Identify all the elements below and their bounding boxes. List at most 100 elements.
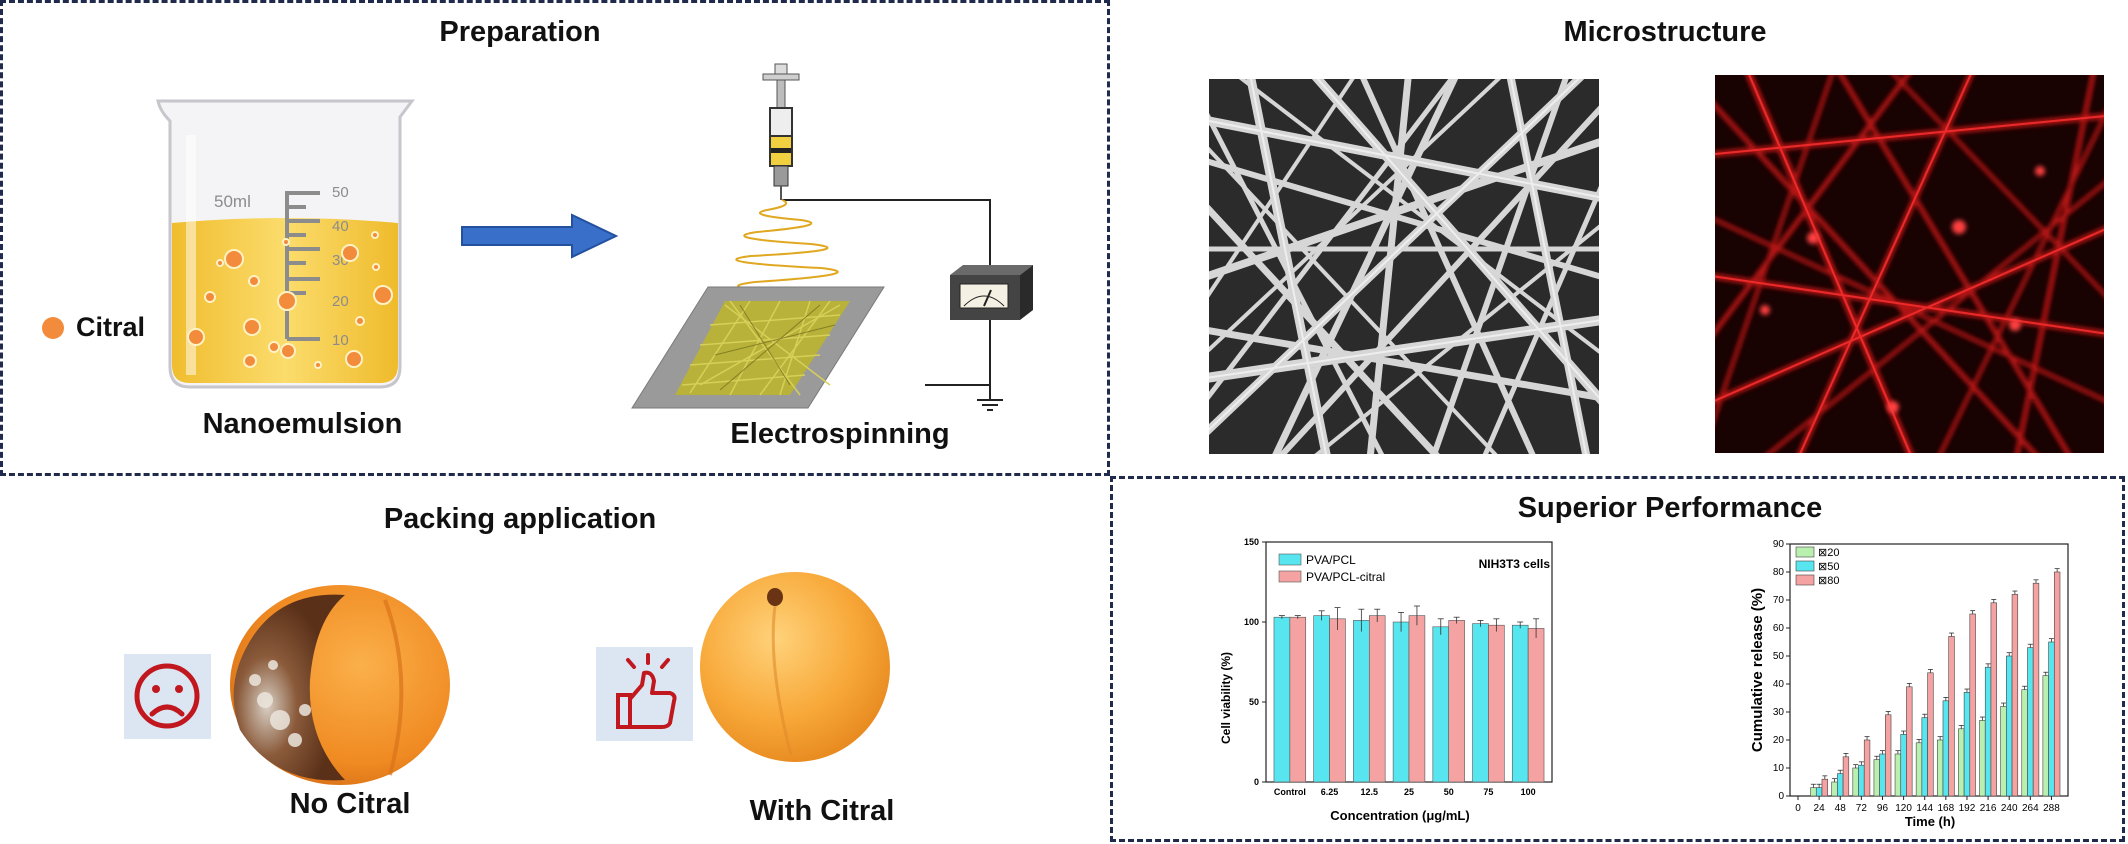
chart2-bar: [2027, 647, 2034, 797]
chart1-bar: [1527, 628, 1545, 783]
scale-mark-20: 20: [332, 293, 349, 310]
collector-with-fibers: [631, 286, 885, 409]
chart2-bar: [1821, 778, 1828, 797]
with-citral-label: With Citral: [749, 795, 895, 827]
chart2-bar: [1979, 720, 1986, 797]
chart1-bar: [1273, 616, 1291, 783]
chart1-bar: [1472, 623, 1489, 783]
chart2-ytick-label: 80: [1773, 567, 1785, 578]
chart2-bar: [1815, 787, 1823, 797]
chart2-bar: [1942, 700, 1949, 797]
chart2-ytick-label: 50: [1773, 651, 1785, 662]
citral-droplets: [187, 231, 393, 369]
chart2-bar: [1906, 686, 1913, 797]
chart1-xtick-label: 50: [1444, 787, 1454, 797]
chart1-ytick-label: 0: [1254, 777, 1259, 787]
chart2-ytick-label: 10: [1773, 763, 1785, 774]
chart2-bar: [1810, 787, 1817, 797]
chart2-bar: [2048, 641, 2055, 797]
chart2-xtick-label: 216: [1980, 803, 1997, 814]
electrospinning-apparatus: [735, 63, 1033, 411]
chart1-legend-label: PVA/PCL-citral: [1306, 570, 1385, 584]
chart2-bar: [2032, 582, 2040, 797]
chart2-ytick-label: 70: [1773, 595, 1785, 606]
chart2-bar: [1842, 756, 1850, 797]
beaker-scale: [285, 191, 320, 341]
chart1-xtick-label: 25: [1404, 787, 1414, 797]
chart1-xtick-label: 6.25: [1321, 787, 1339, 797]
chart1-annotation: NIH3T3 cells: [1479, 557, 1551, 571]
beaker-illustration: 50ml 50 40 30 20 10: [156, 99, 415, 389]
chart2-ylabel: Cumulative release (%): [1749, 588, 1766, 752]
spoiled-apricot: [230, 585, 450, 785]
chart2-legend-swatch: [1795, 574, 1815, 586]
chart2-xtick-label: 0: [1795, 803, 1801, 814]
chart2-xtick-label: 72: [1856, 803, 1868, 814]
chart2-bar: [1915, 742, 1923, 797]
sad-face-icon: [124, 654, 211, 739]
chart1-bar: [1313, 615, 1330, 783]
chart2-legend-label: ⊠80: [1818, 575, 1839, 587]
scale-mark-40: 40: [332, 218, 349, 235]
packing-title: Packing application: [383, 503, 657, 535]
chart2-bar: [1873, 759, 1880, 797]
performance-panel: [1110, 476, 2125, 842]
microstructure-title: Microstructure: [1563, 16, 1767, 48]
chart1-bar: [1329, 618, 1346, 783]
chart1-bar: [1289, 616, 1307, 783]
cumulative-release-chart: Cumulative release (%) Time (h) 01020304…: [1749, 539, 2069, 829]
chart1-bar: [1448, 620, 1465, 783]
chart2-legend-swatch: [1795, 560, 1815, 572]
chart2-xtick-label: 168: [1937, 803, 1954, 814]
chart2-bar: [2006, 655, 2013, 797]
chart1-ylabel: Cell viability (%): [1219, 652, 1233, 744]
chart2-xtick-label: 264: [2022, 803, 2039, 814]
chart2-xtick-label: 144: [1916, 803, 1933, 814]
chart2-bar: [1831, 781, 1838, 797]
chart2-ytick-label: 0: [1778, 791, 1784, 802]
process-arrow: [461, 213, 619, 259]
chart2-xtick-label: 240: [2001, 803, 2018, 814]
voltage-supply: [950, 265, 1033, 320]
chart2-bar: [2011, 594, 2019, 797]
chart1-legend-label: PVA/PCL: [1306, 553, 1356, 567]
preparation-title: Preparation: [439, 16, 601, 48]
chart1-xlabel: Concentration (μg/mL): [1330, 808, 1469, 823]
chart2-bar: [1852, 767, 1859, 797]
chart2-bar: [1885, 714, 1892, 797]
chart1-bar: [1511, 624, 1529, 783]
chart2-bar: [1879, 753, 1886, 797]
cell-viability-chart: Cell viability (%) Concentration (μg/mL)…: [1219, 537, 1553, 823]
sem-micrograph: [1209, 79, 1599, 454]
scale-mark-10: 10: [332, 332, 349, 349]
chart2-xtick-label: 192: [1959, 803, 1976, 814]
chart2-legend-swatch: [1795, 546, 1815, 558]
chart2-xlabel: Time (h): [1905, 814, 1955, 829]
chart2-bar: [1990, 602, 1997, 797]
chart2-bar: [1936, 739, 1944, 797]
chart1-bar: [1353, 620, 1370, 783]
chart2-bar: [1984, 666, 1992, 797]
chart2-ytick-label: 20: [1773, 735, 1785, 746]
chart1-bar: [1392, 621, 1410, 783]
chart2-bar: [1837, 773, 1844, 797]
chart1-xtick-label: Control: [1274, 787, 1306, 797]
syringe: [762, 63, 800, 200]
chart2-ytick-label: 90: [1773, 539, 1785, 550]
nanoemulsion-label: Nanoemulsion: [202, 408, 403, 440]
no-citral-label: No Citral: [289, 788, 411, 820]
chart2-ytick-label: 40: [1773, 679, 1785, 690]
chart1-ytick-label: 100: [1244, 617, 1259, 627]
chart1-bar: [1368, 615, 1386, 783]
chart1-legend-swatch: [1278, 553, 1302, 566]
chart2-bar: [1927, 672, 1934, 797]
chart2-bar: [1858, 764, 1865, 797]
chart2-legend-label: ⊠50: [1818, 561, 1839, 573]
circuit-wire: [782, 199, 991, 275]
chart2-bar: [1863, 739, 1871, 797]
chart2-xtick-label: 48: [1835, 803, 1847, 814]
chart2-ytick-label: 60: [1773, 623, 1785, 634]
chart1-xtick-label: 12.5: [1361, 787, 1379, 797]
chart1-legend-swatch: [1278, 570, 1302, 583]
scale-mark-50: 50: [332, 184, 349, 201]
